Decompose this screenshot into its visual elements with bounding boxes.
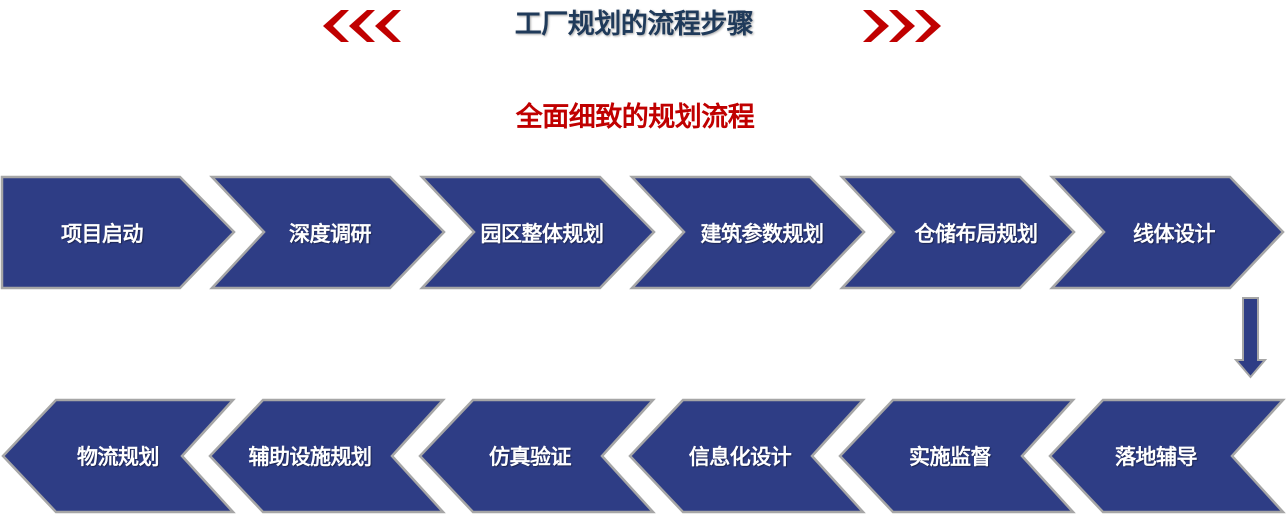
step-shape-logistics [1,398,236,514]
step-shape-project-start [0,175,236,290]
step-shape-it-design [628,398,866,514]
page-title: 工厂规划的流程步骤 [514,9,754,40]
step-shape-park-planning [419,175,656,290]
step-warehouse-layout: 仓储布局规划 [914,222,1039,246]
step-landing-guidance: 落地辅导 [1115,445,1198,469]
step-project-start: 项目启动 [61,222,144,246]
triple-chevron-right-icon [863,10,941,42]
step-building-params: 建筑参数规划 [700,222,825,246]
top-row: 项目启动 深度调研 园区整体规划 建筑参数规划 仓储布局规划 线体设计 [0,177,1286,289]
step-auxiliary: 辅助设施规划 [248,445,373,469]
step-line-design: 线体设计 [1133,222,1216,246]
step-research: 深度调研 [289,222,372,246]
step-shape-line-design [1049,175,1285,290]
step-logistics: 物流规划 [77,445,160,469]
step-shape-building-params [629,175,866,290]
step-shape-research [209,175,446,290]
header: 工厂规划的流程步骤 [0,8,1286,44]
arrow-down-icon [1233,297,1268,379]
step-it-design: 信息化设计 [688,445,792,469]
step-supervision: 实施监督 [909,445,992,469]
step-park-planning: 园区整体规划 [480,222,605,246]
step-shape-auxiliary [208,398,446,514]
triple-chevron-left-icon [323,10,401,42]
step-simulation: 仿真验证 [489,445,572,469]
step-shape-supervision [838,398,1076,514]
step-shape-simulation [418,398,656,514]
step-shape-landing-guidance [1048,398,1286,514]
bottom-row: 物流规划 辅助设施规划 仿真验证 信息化设计 实施监督 落地辅导 [0,400,1286,512]
subtitle: 全面细致的规划流程 [515,102,755,133]
step-shape-warehouse-layout [839,175,1076,290]
